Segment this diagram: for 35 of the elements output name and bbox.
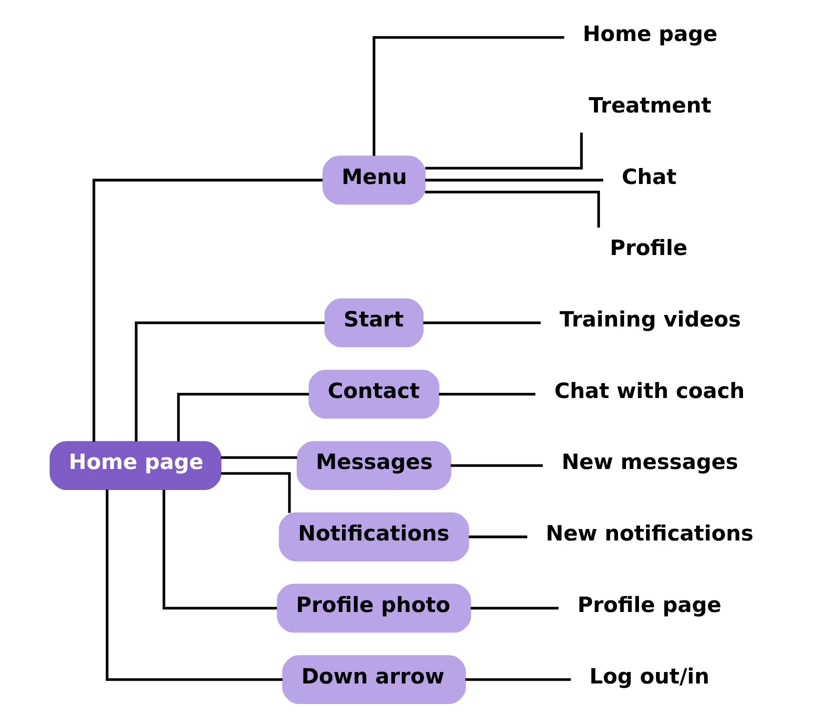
node-text: Log out/in — [588, 663, 709, 688]
connector — [372, 36, 564, 156]
node-text: Training videos — [559, 306, 741, 332]
node-text: Chat with coach — [554, 378, 744, 403]
node-text: Treatment — [588, 92, 711, 118]
node-text: New messages — [561, 449, 738, 474]
connector — [220, 456, 297, 459]
connector — [162, 490, 276, 610]
connector — [422, 322, 540, 324]
connector — [438, 392, 535, 396]
connector — [424, 178, 603, 182]
connector — [176, 392, 308, 442]
connector — [424, 190, 600, 228]
node-text: Profile — [609, 235, 687, 260]
connector — [464, 678, 570, 681]
node-box: Start — [324, 298, 424, 348]
node-text: Profile page — [576, 592, 721, 617]
connector — [424, 132, 582, 170]
connector — [92, 178, 322, 442]
node-text: Chat — [621, 164, 676, 189]
connector — [220, 472, 290, 513]
node-box: Messages — [296, 441, 451, 490]
node-text: Home page — [582, 21, 717, 46]
node-box: Notifications — [278, 512, 469, 562]
node-box: Down arrow — [282, 655, 466, 704]
node-box: Profile photo — [276, 584, 471, 633]
node-box: Menu — [322, 156, 426, 205]
connector — [134, 322, 324, 442]
connector — [450, 464, 542, 467]
node-text: New notifications — [545, 520, 753, 546]
node-box: Home page — [49, 441, 221, 490]
node-box: Contact — [308, 370, 439, 419]
connector — [470, 606, 558, 610]
connector — [105, 490, 282, 681]
connector — [468, 536, 527, 538]
